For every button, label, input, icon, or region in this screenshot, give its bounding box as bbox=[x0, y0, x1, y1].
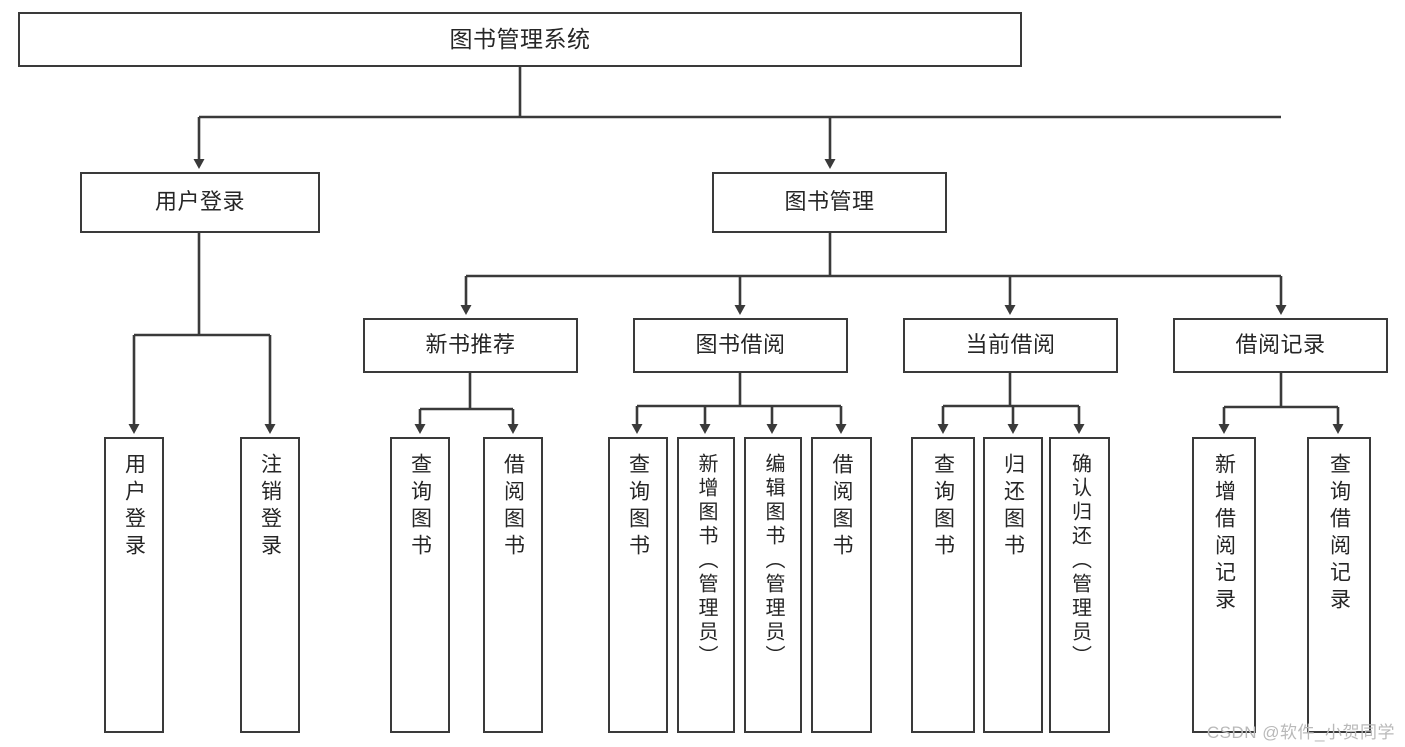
node-label: 图书管理 bbox=[784, 189, 875, 215]
leaf-current-return-book[interactable]: 归还图书 bbox=[983, 437, 1043, 733]
leaf-newbook-query-book[interactable]: 查询图书 bbox=[390, 437, 450, 733]
node-label: 编辑图书（管理员） bbox=[762, 453, 784, 669]
leaf-borrow-edit-book-admin[interactable]: 编辑图书（管理员） bbox=[744, 437, 802, 733]
node-book-borrow[interactable]: 图书借阅 bbox=[633, 318, 848, 373]
node-label: 确认归还（管理员） bbox=[1068, 453, 1091, 669]
node-borrow-record[interactable]: 借阅记录 bbox=[1173, 318, 1388, 373]
leaf-borrow-query-book[interactable]: 查询图书 bbox=[608, 437, 668, 733]
node-label: 借阅图书 bbox=[501, 453, 525, 561]
leaf-borrow-add-book-admin[interactable]: 新增图书（管理员） bbox=[677, 437, 735, 733]
node-label: 用户登录 bbox=[154, 189, 245, 215]
node-current-borrow[interactable]: 当前借阅 bbox=[903, 318, 1118, 373]
node-root-system[interactable]: 图书管理系统 bbox=[18, 12, 1022, 67]
node-label: 当前借阅 bbox=[965, 332, 1056, 358]
node-new-book-recommend[interactable]: 新书推荐 bbox=[363, 318, 578, 373]
leaf-current-query-book[interactable]: 查询图书 bbox=[911, 437, 975, 733]
node-label: 归还图书 bbox=[1001, 453, 1025, 561]
node-book-management[interactable]: 图书管理 bbox=[712, 172, 947, 233]
node-label: 新书推荐 bbox=[425, 332, 516, 358]
node-label: 查询图书 bbox=[626, 453, 650, 561]
node-label: 借阅图书 bbox=[830, 453, 853, 561]
leaf-borrow-borrow-book[interactable]: 借阅图书 bbox=[811, 437, 872, 733]
node-label: 新增借阅记录 bbox=[1212, 453, 1236, 615]
leaf-record-query-record[interactable]: 查询借阅记录 bbox=[1307, 437, 1371, 733]
leaf-user-login[interactable]: 用户登录 bbox=[104, 437, 164, 733]
node-label: 图书借阅 bbox=[695, 332, 786, 358]
node-label: 用户登录 bbox=[122, 453, 146, 561]
leaf-current-confirm-return-admin[interactable]: 确认归还（管理员） bbox=[1049, 437, 1110, 733]
node-label: 查询图书 bbox=[931, 453, 955, 561]
node-label: 注销登录 bbox=[258, 453, 282, 561]
leaf-newbook-borrow-book[interactable]: 借阅图书 bbox=[483, 437, 543, 733]
node-label: 查询借阅记录 bbox=[1327, 453, 1351, 615]
node-label: 借阅记录 bbox=[1235, 332, 1326, 358]
node-label: 图书管理系统 bbox=[449, 25, 591, 52]
node-user-login[interactable]: 用户登录 bbox=[80, 172, 320, 233]
node-label: 查询图书 bbox=[408, 453, 432, 561]
leaf-logout[interactable]: 注销登录 bbox=[240, 437, 300, 733]
node-label: 新增图书（管理员） bbox=[695, 453, 717, 669]
leaf-record-add-record[interactable]: 新增借阅记录 bbox=[1192, 437, 1256, 733]
